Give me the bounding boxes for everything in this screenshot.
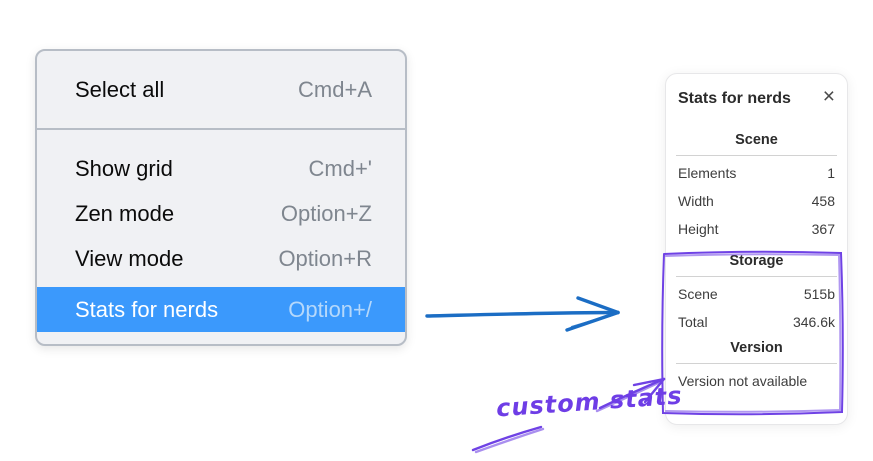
- close-icon[interactable]: ×: [822, 85, 835, 108]
- menu-item-zen-mode[interactable]: Zen mode Option+Z: [37, 191, 405, 236]
- stat-row-elements: Elements 1: [678, 159, 835, 187]
- menu-item-shortcut: Option+/: [288, 296, 372, 322]
- menu-item-shortcut: Cmd+A: [298, 76, 372, 102]
- menu-item-label: Select all: [75, 76, 165, 102]
- context-menu: Select all Cmd+A Show grid Cmd+' Zen mod…: [35, 49, 407, 346]
- stat-label: Height: [678, 221, 719, 237]
- stat-label: Scene: [678, 286, 718, 302]
- menu-item-label: Show grid: [75, 155, 173, 181]
- stat-row-width: Width 458: [678, 187, 835, 215]
- menu-divider: [37, 128, 405, 130]
- menu-item-stats-for-nerds[interactable]: Stats for nerds Option+/: [37, 287, 405, 332]
- menu-item-label: View mode: [75, 245, 184, 271]
- menu-item-shortcut: Cmd+': [308, 155, 373, 181]
- menu-item-shortcut: Option+R: [278, 245, 372, 271]
- stat-value: 1: [827, 165, 835, 181]
- section-rule: [676, 363, 837, 364]
- stat-label: Total: [678, 314, 708, 330]
- menu-item-label: Stats for nerds: [75, 296, 219, 322]
- version-section-heading: Version: [730, 340, 783, 356]
- version-note: Version not available: [678, 373, 808, 389]
- stats-panel-header: Stats for nerds ×: [678, 85, 835, 110]
- menu-item-select-all[interactable]: Select all Cmd+A: [37, 51, 405, 128]
- stat-label: Elements: [678, 165, 737, 181]
- menu-item-label: Zen mode: [75, 200, 175, 226]
- stat-value: 346.6k: [792, 314, 835, 330]
- section-rule: [676, 276, 837, 277]
- annotation-label: custom stats: [495, 381, 684, 423]
- stat-label: Width: [678, 193, 714, 209]
- menu-group: Show grid Cmd+' Zen mode Option+Z View m…: [37, 130, 405, 332]
- menu-item-view-mode[interactable]: View mode Option+R: [37, 236, 405, 281]
- stat-value: 515b: [803, 286, 835, 302]
- stats-panel: Stats for nerds × Scene Elements 1 Width…: [665, 73, 848, 425]
- stat-row-total-storage: Total 346.6k: [678, 308, 835, 336]
- scene-section-heading: Scene: [735, 132, 778, 148]
- stat-row-height: Height 367: [678, 215, 835, 243]
- section-rule: [676, 155, 837, 156]
- menu-item-shortcut: Option+Z: [280, 200, 372, 226]
- stat-row-scene-storage: Scene 515b: [678, 280, 835, 308]
- stat-value: 367: [811, 221, 835, 237]
- blue-arrow: [425, 296, 620, 332]
- storage-section-heading: Storage: [729, 253, 784, 269]
- menu-item-show-grid[interactable]: Show grid Cmd+': [37, 146, 405, 191]
- stat-value: 458: [811, 193, 835, 209]
- stats-panel-title: Stats for nerds: [678, 90, 791, 107]
